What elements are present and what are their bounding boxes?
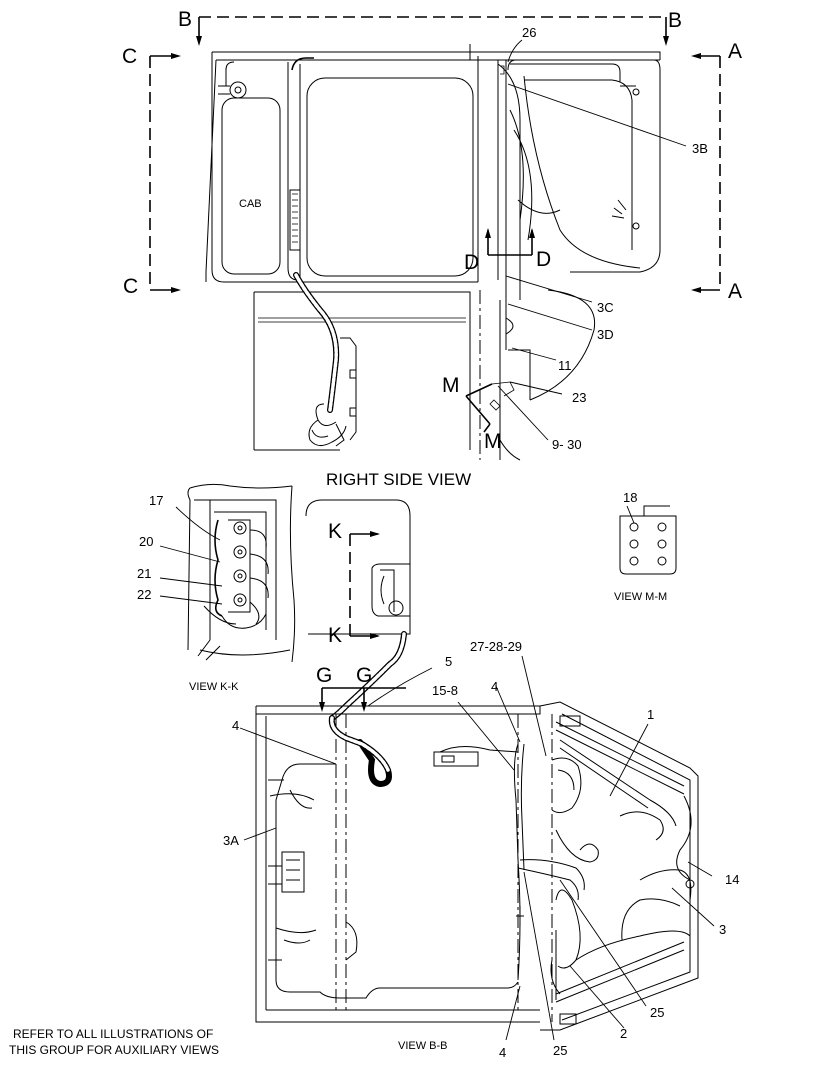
leaders-side: [497, 39, 687, 441]
left-harness-run: [268, 763, 519, 999]
leaders-bb: [239, 655, 715, 1041]
callout-3c: 3C: [597, 300, 614, 315]
section-line-a: [691, 53, 721, 293]
section-marker-g-left: G: [316, 664, 332, 687]
callout-14: 14: [725, 872, 739, 887]
callout-4-left: 4: [232, 718, 239, 733]
section-line-c: [149, 53, 181, 293]
section-marker-m-bottom: M: [484, 430, 502, 453]
callout-25-bottom: 25: [553, 1043, 567, 1058]
section-marker-c-top: C: [122, 45, 137, 68]
section-marker-d-right: D: [536, 248, 551, 271]
callout-27-28-29: 27-28-29: [470, 639, 522, 654]
section-line-d: [485, 228, 535, 256]
callout-22: 22: [137, 587, 151, 602]
section-line-b: [196, 16, 669, 46]
callout-3a: 3A: [223, 833, 239, 848]
refer-note-line-1: REFER TO ALL ILLUSTRATIONS OF: [13, 1027, 213, 1041]
refer-note-line-2: THIS GROUP FOR AUXILIARY VIEWS: [9, 1043, 219, 1057]
right-side-view: B B C C A A: [122, 8, 742, 489]
lower-body: [253, 290, 531, 461]
callout-3d: 3D: [597, 327, 614, 342]
section-marker-b-left: B: [178, 8, 192, 31]
callout-21: 21: [137, 566, 151, 581]
section-marker-m-top: M: [442, 374, 460, 397]
callout-5: 5: [445, 654, 452, 669]
callout-15-8: 15-8: [432, 683, 458, 698]
section-marker-d-left: D: [464, 251, 479, 274]
cab-label: CAB: [239, 198, 262, 210]
section-marker-c-bottom: C: [123, 275, 138, 298]
right-harness-run: [513, 715, 695, 1025]
view-kk: 17 20 21 22 VIEW K-K: [137, 483, 296, 693]
callout-17: 17: [149, 493, 163, 508]
callout-25-right: 25: [650, 1005, 664, 1020]
section-line-m: [465, 381, 515, 433]
callout-3: 3: [719, 922, 726, 937]
view-mm-title: VIEW M-M: [614, 591, 667, 603]
view-bb: G G: [223, 639, 739, 1060]
post-harness: [497, 59, 561, 300]
callout-20: 20: [139, 534, 153, 549]
section-marker-a-bottom: A: [728, 280, 742, 303]
callout-23: 23: [572, 390, 586, 405]
callout-11: 11: [558, 358, 572, 373]
callout-4-bottom: 4: [499, 1045, 506, 1060]
callout-4-top: 4: [491, 679, 498, 694]
section-line-g: [319, 687, 406, 712]
cab-outline: [205, 51, 661, 283]
section-marker-k-bottom: K: [328, 624, 342, 647]
callout-18: 18: [623, 490, 637, 505]
callout-9-30: 9- 30: [552, 437, 582, 452]
callout-3b: 3B: [692, 141, 708, 156]
section-marker-b-right: B: [668, 9, 682, 32]
view-bb-title: VIEW B-B: [398, 1040, 448, 1052]
view-kk-title: VIEW K-K: [189, 681, 239, 693]
view-mm: 18 VIEW M-M: [614, 490, 677, 603]
section-marker-k-top: K: [328, 520, 342, 543]
section-marker-g-right: G: [356, 664, 372, 687]
callout-1: 1: [647, 707, 654, 722]
connector-stack: [203, 519, 269, 629]
right-side-view-title: RIGHT SIDE VIEW: [326, 470, 471, 489]
callout-2: 2: [620, 1026, 627, 1041]
hanging-harness: [293, 272, 347, 447]
callout-26: 26: [522, 25, 536, 40]
section-marker-a-top: A: [728, 40, 742, 63]
